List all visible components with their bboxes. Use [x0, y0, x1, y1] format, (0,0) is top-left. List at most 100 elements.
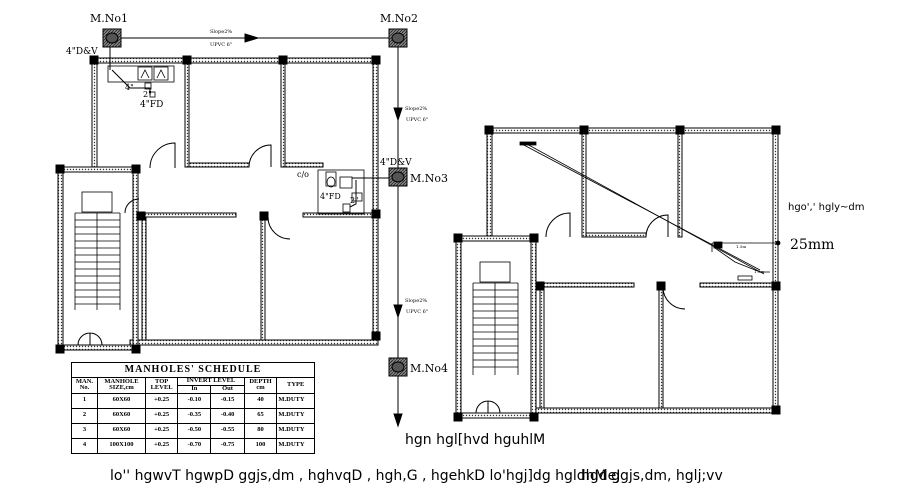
left-partition-4	[284, 162, 324, 168]
left-partition-5	[137, 212, 237, 218]
manhole-2-label: M.No2	[380, 12, 418, 25]
header-man-no: MAN.No.	[71, 377, 98, 394]
caption-line-2: lo'' hgwvT hgwpD ggjs,dm , hghvqD , hgh,…	[110, 468, 723, 484]
cell-size: 100X100	[96, 437, 146, 454]
col	[771, 125, 781, 135]
stair-wall-bottom	[57, 344, 139, 351]
cell-no: 1	[71, 392, 98, 409]
door-swing	[662, 286, 686, 310]
door-swing	[645, 214, 669, 238]
right-pipe-label-1: UPVC 6"	[406, 117, 428, 123]
right-floor-plan	[453, 125, 781, 422]
header-in: In	[177, 384, 212, 394]
col	[771, 405, 781, 415]
num-2-top-label: 2"	[143, 90, 152, 99]
table-row: 4 100X100 +0.25 -0.70 -0.75 100 M.DUTY	[71, 437, 315, 454]
caption-overlap: hgdeJ	[581, 468, 621, 484]
right-plan-small-1: 1.5m	[736, 244, 746, 249]
cell-size: 60X60	[96, 407, 146, 424]
cell-out: -0.75	[210, 437, 245, 454]
left-wall-right	[372, 57, 379, 346]
pipe-right-fixtures	[349, 180, 357, 208]
cell-in: -0.50	[177, 422, 212, 439]
col	[535, 281, 545, 291]
door-swing	[248, 144, 272, 168]
col	[259, 211, 269, 221]
left-partition-8	[141, 216, 147, 341]
col	[89, 55, 99, 65]
door-swing	[475, 400, 501, 414]
col	[371, 55, 381, 65]
col	[131, 164, 141, 174]
col	[579, 125, 589, 135]
dv-top-label: 4"D&V	[66, 47, 98, 57]
flow-arrow-top	[244, 33, 260, 43]
col	[136, 211, 146, 221]
header-invert: INVERT LEVEL	[177, 377, 245, 386]
right-partition-7	[539, 286, 545, 409]
rstair-wall-bottom	[455, 412, 537, 419]
cell-depth: 65	[243, 407, 278, 424]
co-label: c/o	[297, 170, 309, 179]
cell-size: 60X60	[96, 422, 146, 439]
cell-top: +0.25	[144, 407, 179, 424]
schedule-title: MANHOLES' SCHEDULE	[71, 362, 315, 378]
cell-depth: 100	[243, 437, 278, 454]
cell-no: 3	[71, 422, 98, 439]
cell-out: -0.40	[210, 407, 245, 424]
cell-type: M.DUTY	[276, 422, 315, 439]
left-wall-left-upper	[91, 57, 98, 169]
left-partition-1	[184, 62, 190, 168]
right-wall-left-upper	[486, 127, 493, 237]
cell-out: -0.15	[210, 392, 245, 409]
col	[656, 281, 666, 291]
right-partition-6	[658, 286, 664, 409]
fd-top-label: 4"FD	[140, 100, 163, 110]
num-top-label: 4"	[125, 83, 134, 92]
door-swing	[77, 332, 103, 346]
cell-depth: 40	[243, 392, 278, 409]
cell-size: 60X60	[96, 392, 146, 409]
right-slope-label-1: Slope2%	[405, 106, 427, 112]
door-swing	[267, 216, 291, 240]
col	[55, 344, 65, 354]
left-wall-bottom	[129, 339, 379, 346]
right-partition-4	[535, 282, 635, 288]
right-wall-right	[772, 127, 779, 414]
right-partition-2	[677, 132, 683, 238]
right-pipe-label-2: UPVC 6"	[406, 309, 428, 315]
fd-right-label: 4"FD	[320, 192, 341, 201]
flow-arrow-bottom	[393, 413, 403, 428]
col	[182, 55, 192, 65]
col	[55, 164, 65, 174]
stair-wall-left	[57, 166, 64, 351]
cell-top: +0.25	[144, 392, 179, 409]
door-swing	[124, 198, 140, 214]
col	[453, 412, 463, 422]
door-swing	[149, 142, 176, 169]
col	[371, 209, 381, 219]
right-wall-top	[486, 127, 778, 134]
num-2-right-label: 2"	[350, 196, 359, 205]
cell-no: 2	[71, 407, 98, 424]
cell-top: +0.25	[144, 437, 179, 454]
top-slope-label: Slope2%	[210, 29, 232, 35]
right-plan-note: hgo',' hgly~dm	[788, 202, 865, 213]
right-wall-bottom	[534, 407, 779, 414]
right-staircase	[472, 261, 519, 375]
rstair-wall-left	[455, 235, 462, 419]
right-plan-small-2: 1.5m	[754, 269, 764, 274]
left-staircase	[74, 191, 121, 310]
col	[371, 331, 381, 341]
col	[675, 125, 685, 135]
cell-in: -0.70	[177, 437, 212, 454]
left-partition-2	[280, 62, 286, 168]
cell-type: M.DUTY	[276, 437, 315, 454]
right-roof-drain	[519, 141, 781, 281]
top-pipe-label: UPVC 6"	[210, 42, 232, 48]
left-partition-7	[260, 216, 266, 341]
left-partition-3	[188, 162, 250, 168]
